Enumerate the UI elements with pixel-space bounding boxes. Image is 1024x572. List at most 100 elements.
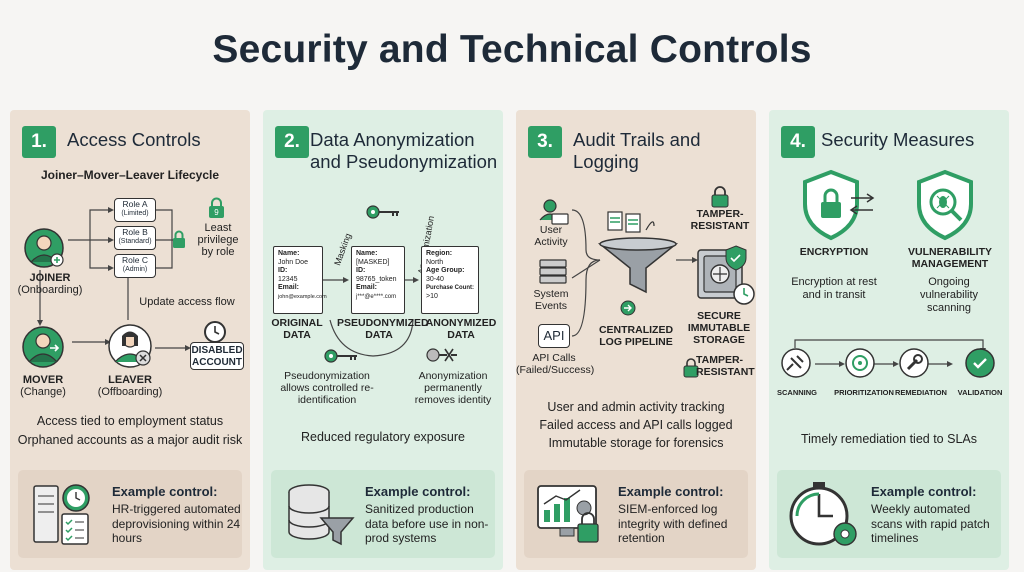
system-events-label: System Events (533, 288, 569, 312)
bullet-2: Failed access and API calls logged (539, 418, 733, 432)
doc2-value: 98765_token (356, 275, 397, 283)
vulnerability-label: VULNERABILITY MANAGEMENT (908, 246, 992, 270)
lock-icon (711, 186, 729, 208)
role-a-box: Role A (Limited) (114, 198, 156, 222)
role-b-label: Role B (122, 227, 148, 237)
lifecycle-connectors (37, 207, 191, 351)
joiner-avatar-icon (24, 228, 64, 268)
database-filter-icon (288, 484, 355, 546)
update-flow-label: Update access flow (139, 296, 235, 308)
example-control-card: Example control: HR-triggered automated … (18, 470, 242, 558)
key-icon (366, 205, 399, 219)
panel-number: 4. (781, 126, 815, 158)
role-c-level: (Admin) (122, 266, 148, 273)
panel-title: Security Measures (821, 129, 975, 150)
example-text: Sanitized production data before use in … (365, 502, 489, 545)
wrench-icon (899, 348, 929, 378)
user-activity-label: User Activity (534, 224, 568, 248)
vulnerability-shield-icon (917, 169, 973, 241)
timer-gear-icon (789, 482, 857, 546)
doc1-value: John Doe (278, 258, 308, 266)
doc1-field: ID: (278, 267, 288, 274)
lock-icon (683, 358, 699, 378)
step-scanning: SCANNING (776, 388, 817, 397)
doc2-value: [MASKED] (356, 258, 390, 266)
bullet-2: Orphaned accounts as a major audit risk (17, 433, 243, 447)
example-title: Example control: (871, 484, 977, 499)
panel-security-measures: 4. Security Measures ENCRYPTION Encrypti… (769, 110, 1009, 570)
role-a-label: Role A (122, 199, 148, 209)
server-checklist-icon (33, 484, 90, 545)
svg-text:9: 9 (214, 208, 219, 217)
arrow-circle-icon (620, 300, 636, 316)
panel-title: Audit Trails and Logging (573, 129, 701, 172)
doc3-field: Age Group: (426, 267, 465, 274)
leaver-avatar-icon (108, 324, 152, 368)
doc2-field: Name: (356, 250, 378, 257)
anonymization-note: Anonymization permanently removes identi… (414, 370, 492, 406)
tamper-resistant-bottom: TAMPER-RESISTANT (696, 354, 755, 378)
role-c-label: Role C (122, 255, 148, 265)
example-text: SIEM-enforced log integrity with defined… (618, 502, 728, 545)
example-title: Example control: (365, 484, 471, 499)
api-calls-label: API Calls (Failed/Success) (516, 352, 595, 376)
example-control-card: Example control: SIEM-enforced log integ… (524, 470, 748, 558)
tamper-resistant-top: TAMPER-RESISTANT (690, 208, 750, 232)
role-c-box: Role C (Admin) (114, 254, 156, 278)
encryption-note: Encryption at rest and in transit (791, 276, 877, 301)
panel-title: Access Controls (67, 129, 201, 150)
example-text: Weekly automated scans with rapid patch … (871, 502, 990, 545)
example-title: Example control: (112, 484, 218, 499)
doc1-field: Name: (278, 250, 300, 257)
bullet-1: User and admin activity tracking (547, 400, 725, 414)
prioritization-icon (845, 348, 875, 378)
doc3-field: Region: (426, 250, 453, 257)
broken-key-icon (426, 348, 457, 362)
panel-audit-trails: 3. Audit Trails and Logging User Activit… (516, 110, 756, 570)
page-title: Security and Technical Controls (212, 28, 812, 71)
role-b-level: (Standard) (118, 238, 152, 245)
original-data-document: Name: John Doe ID: 12345 Email: john@exa… (273, 246, 327, 314)
example-text: HR-triggered automated deprovisioning wi… (112, 502, 241, 545)
leaver-label: LEAVER (108, 374, 152, 386)
pseudonymization-note: Pseudonymization allows controlled re-id… (280, 370, 374, 406)
lock-icon (173, 230, 185, 248)
example-control-card: Example control: Sanitized production da… (271, 470, 495, 558)
bullet-1: Timely remediation tied to SLAs (800, 432, 977, 446)
pseudonymized-data-label: PSEUDONYMIZED DATA (337, 317, 429, 341)
monitor-chart-icon (537, 485, 599, 543)
doc2-field: Email: (356, 284, 378, 291)
example-control-card: Example control: Weekly automated scans … (777, 470, 1001, 558)
role-b-box: Role B (Standard) (114, 226, 156, 250)
anonymized-data-document: Region: North Age Group: 30-40 Purchase … (421, 246, 479, 314)
pseudonymized-data-document: Name: [MASKED] ID: 98765_token Email: j*… (351, 246, 405, 314)
scanning-icon (781, 348, 811, 378)
original-data-label: ORIGINAL DATA (271, 317, 323, 341)
step-validation: VALIDATION (957, 388, 1003, 397)
badge-lock-icon: 9 (209, 197, 224, 218)
doc3-value: 30-40 (426, 275, 444, 283)
api-box: API (538, 324, 570, 348)
doc3-value: >10 (426, 292, 438, 300)
doc2-field: ID: (356, 267, 366, 274)
encryption-label: ENCRYPTION (799, 246, 869, 258)
doc1-value: john@example.com (278, 293, 327, 300)
leaver-sub: (Offboarding) (97, 386, 163, 398)
user-activity-icon (539, 199, 569, 225)
doc1-field: Email: (278, 284, 300, 291)
mover-avatar-icon (22, 326, 64, 368)
clock-icon (204, 321, 226, 343)
example-title: Example control: (618, 484, 724, 499)
role-a-level: (Limited) (121, 210, 149, 217)
pipeline-label: CENTRALIZED LOG PIPELINE (598, 324, 674, 348)
step-prioritization: PRIORITIZATION (834, 388, 894, 397)
step-remediation: REMEDIATION (895, 388, 947, 397)
bullet-1: Access tied to employment status (36, 414, 224, 428)
mover-sub: (Change) (20, 386, 66, 398)
panel-data-anonymization: 2. Data Anonymization and Pseudonymizati… (263, 110, 503, 570)
panel-title: Data Anonymization and Pseudonymization (310, 129, 498, 172)
validation-check-icon (965, 348, 995, 378)
disabled-account-box: DISABLED ACCOUNT (190, 342, 244, 370)
bullet-1: Reduced regulatory exposure (301, 430, 465, 444)
funnel-icon (597, 211, 679, 294)
